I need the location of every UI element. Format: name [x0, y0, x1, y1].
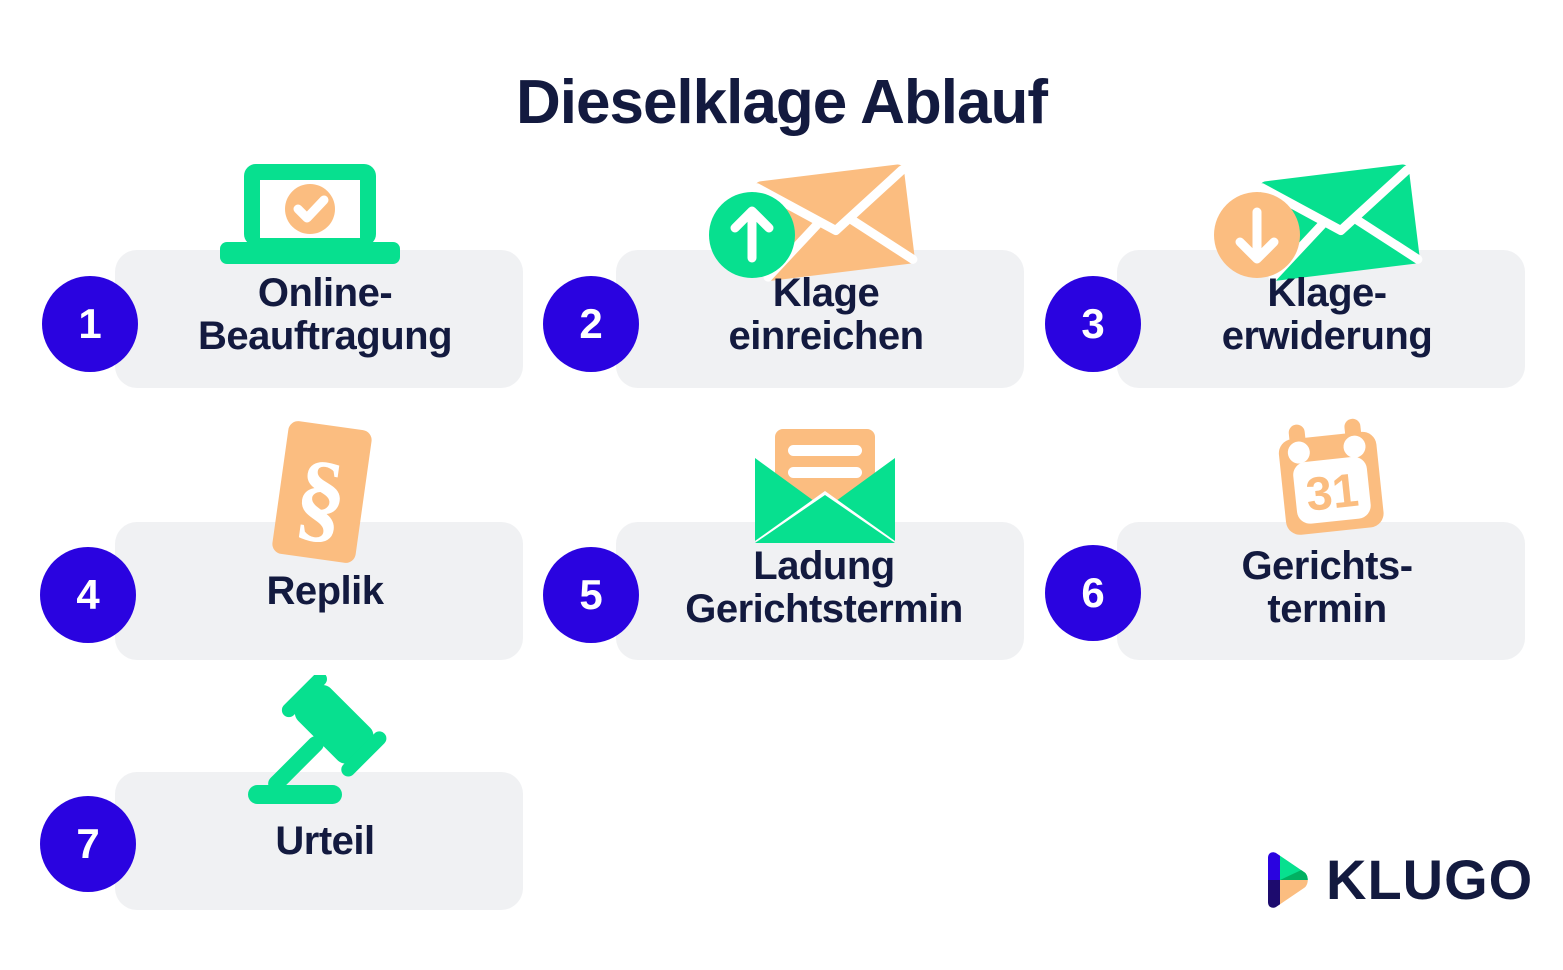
step-3-number: 3	[1081, 300, 1105, 347]
step-5-label: Ladung Gerichtstermin	[685, 544, 963, 631]
step-4-number: 4	[76, 571, 100, 618]
open-envelope-letter-icon	[750, 425, 900, 545]
step-5-number: 5	[579, 571, 603, 618]
step-2-label: Klage einreichen	[728, 271, 924, 358]
step-7-badge: 7	[40, 796, 136, 892]
klugo-logo[interactable]: KLUGO	[1258, 852, 1533, 908]
step-2-number: 2	[579, 300, 603, 347]
play-triangle-icon	[1258, 852, 1310, 908]
calendar-icon: 31	[1268, 413, 1400, 543]
step-1-badge: 1	[42, 276, 138, 372]
step-4-badge: 4	[40, 547, 136, 643]
step-6-number: 6	[1081, 569, 1105, 616]
calendar-day: 31	[1303, 463, 1361, 521]
gavel-icon	[240, 672, 420, 815]
step-5-badge: 5	[543, 547, 639, 643]
step-1-label: Online- Beauftragung	[198, 271, 453, 358]
step-6-label: Gerichts- termin	[1241, 544, 1413, 631]
paragraph-document-icon: §	[262, 415, 382, 570]
step-4-label: Replik	[266, 569, 384, 613]
step-6-card	[1117, 522, 1525, 660]
step-6-badge: 6	[1045, 545, 1141, 641]
laptop-check-icon	[212, 162, 408, 266]
envelope-upload-icon	[705, 163, 920, 283]
page-title: Dieselklage Ablauf	[515, 68, 1048, 137]
step-3-label: Klage- erwiderung	[1221, 271, 1433, 358]
envelope-download-icon	[1210, 163, 1425, 283]
step-7-label: Urteil	[275, 819, 375, 863]
step-1-card	[115, 250, 523, 388]
step-1-number: 1	[78, 300, 102, 347]
step-5-card	[616, 522, 1024, 660]
step-2-badge: 2	[543, 276, 639, 372]
step-3-badge: 3	[1045, 276, 1141, 372]
step-7-number: 7	[76, 820, 100, 867]
klugo-wordmark: KLUGO	[1326, 848, 1534, 911]
